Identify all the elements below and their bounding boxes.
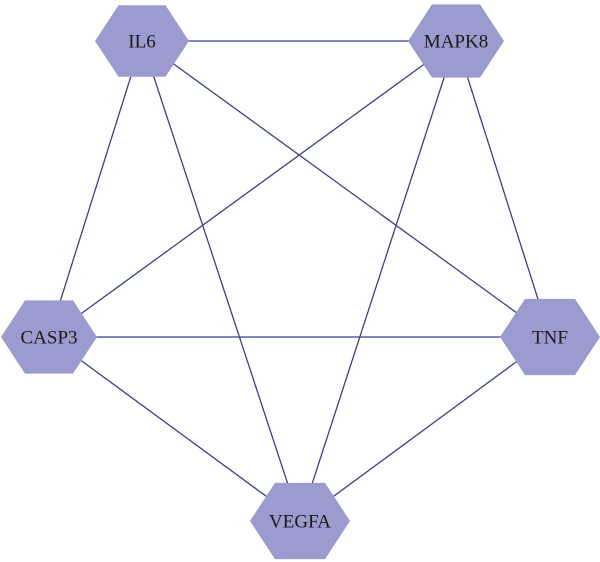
edge-il6-casp3 [48, 40, 143, 338]
edge-mapk8-casp3 [48, 40, 457, 338]
edge-il6-vegfa [141, 40, 301, 522]
edge-layer [48, 40, 551, 522]
edge-tnf-vegfa [299, 336, 551, 522]
node-label: MAPK8 [424, 32, 488, 53]
edge-il6-tnf [141, 40, 551, 338]
node-label: IL6 [128, 32, 155, 53]
edge-mapk8-tnf [455, 40, 551, 338]
edge-mapk8-vegfa [299, 40, 457, 522]
node-casp3: CASP3 [1, 300, 97, 374]
node-il6: IL6 [95, 5, 189, 77]
node-hexagon [408, 4, 504, 78]
node-label: CASP3 [20, 328, 77, 349]
edge-casp3-vegfa [48, 336, 301, 522]
node-mapk8: MAPK8 [408, 4, 504, 78]
node-hexagon [250, 482, 350, 560]
node-hexagon [95, 5, 189, 77]
node-hexagon [1, 300, 97, 374]
node-hexagon [500, 298, 600, 376]
node-tnf: TNF [500, 298, 600, 376]
node-vegfa: VEGFA [250, 482, 350, 560]
node-label: TNF [532, 328, 568, 349]
node-label: VEGFA [269, 512, 331, 533]
